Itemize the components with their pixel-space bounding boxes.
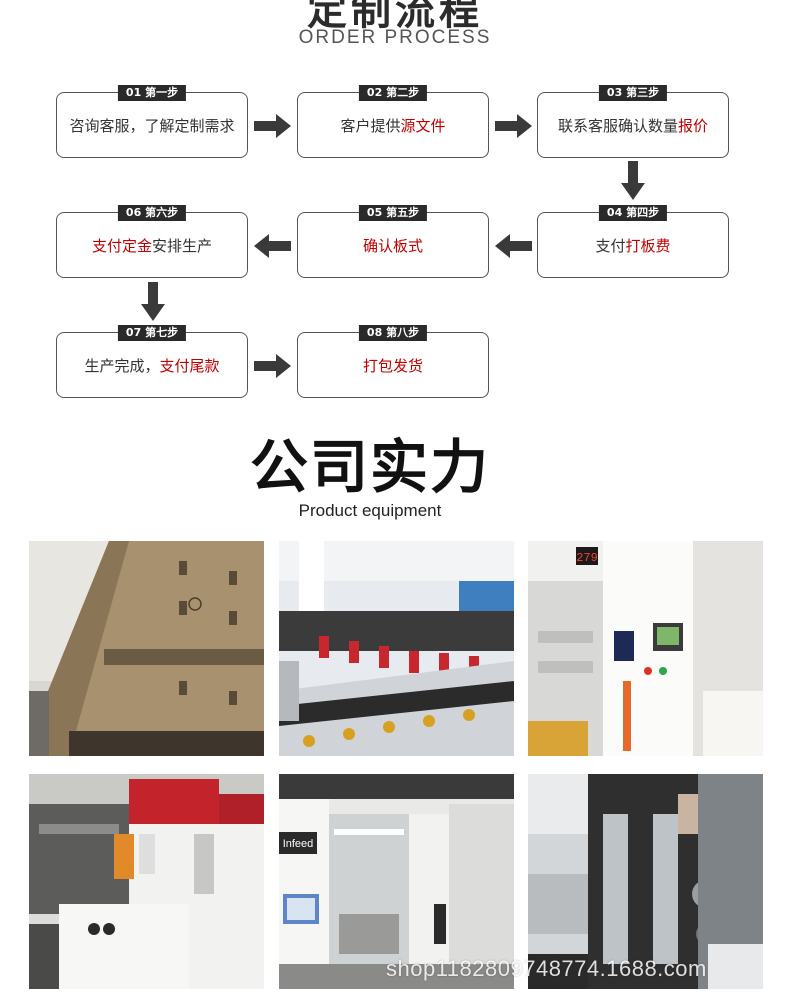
step-text: 安排生产: [152, 236, 213, 255]
printing-machine-panel-photo: 279: [528, 541, 763, 756]
shop-watermark: shop1182809748774.1688.com: [386, 956, 707, 981]
step-highlight: 打包发货: [362, 356, 423, 375]
step-text: 生产完成，: [84, 356, 160, 375]
step-1-box: 01 第一步 咨询客服，了解定制需求: [56, 85, 248, 158]
step-tag: 07 第七步: [117, 325, 187, 341]
arrow-right-icon: [254, 114, 291, 138]
process-subtitle: ORDER PROCESS: [298, 27, 492, 48]
factory-building-photo: [29, 541, 264, 756]
strength-title: 公司实力: [249, 433, 490, 501]
step-3-box: 03 第三步 联系客服确认数量报价: [537, 85, 729, 158]
step-tag: 02 第二步: [358, 85, 428, 101]
step-highlight: 打板费: [625, 236, 671, 255]
step-text: 客户提供: [340, 116, 401, 135]
step-text: 咨询客服，了解定制需求: [69, 116, 235, 135]
arrow-down-icon: [621, 161, 645, 200]
step-tag: 04 第四步: [598, 205, 668, 221]
arrow-down-icon: [141, 282, 165, 321]
arrow-right-icon: [495, 114, 532, 138]
arrow-right-icon: [254, 354, 291, 378]
step-tag: 05 第五步: [358, 205, 428, 221]
step-tag: 08 第八步: [358, 325, 428, 341]
counter-display: 279: [576, 551, 598, 565]
bag-machine-line-photo: [279, 541, 514, 756]
strength-subtitle: Product equipment: [298, 501, 442, 520]
step-tag: 03 第三步: [598, 85, 668, 101]
process-title: 定制流程: [307, 0, 483, 34]
infeed-machine-photo: Infeed: [279, 774, 514, 989]
arrow-left-icon: [254, 234, 291, 258]
step-highlight: 支付定金: [91, 236, 152, 255]
step-tag: 06 第六步: [117, 205, 187, 221]
red-printing-machine-photo: [29, 774, 264, 989]
step-text: 支付: [595, 236, 626, 255]
step-6-box: 06 第六步 支付定金安排生产: [56, 205, 248, 278]
step-text: 联系客服确认数量: [557, 116, 678, 135]
step-highlight: 确认板式: [362, 236, 423, 255]
step-4-box: 04 第四步 支付打板费: [537, 205, 729, 278]
film-machine-photo: [528, 774, 763, 989]
step-5-box: 05 第五步 确认板式: [297, 205, 489, 278]
step-tag: 01 第一步: [117, 85, 187, 101]
step-7-box: 07 第七步 生产完成，支付尾款: [56, 325, 248, 398]
step-highlight: 报价: [678, 116, 709, 135]
step-2-box: 02 第二步 客户提供源文件: [297, 85, 489, 158]
step-highlight: 支付尾款: [159, 356, 220, 375]
arrow-left-icon: [495, 234, 532, 258]
step-8-box: 08 第八步 打包发货: [297, 325, 489, 398]
step-highlight: 源文件: [400, 116, 446, 135]
infeed-label: Infeed: [283, 838, 314, 850]
